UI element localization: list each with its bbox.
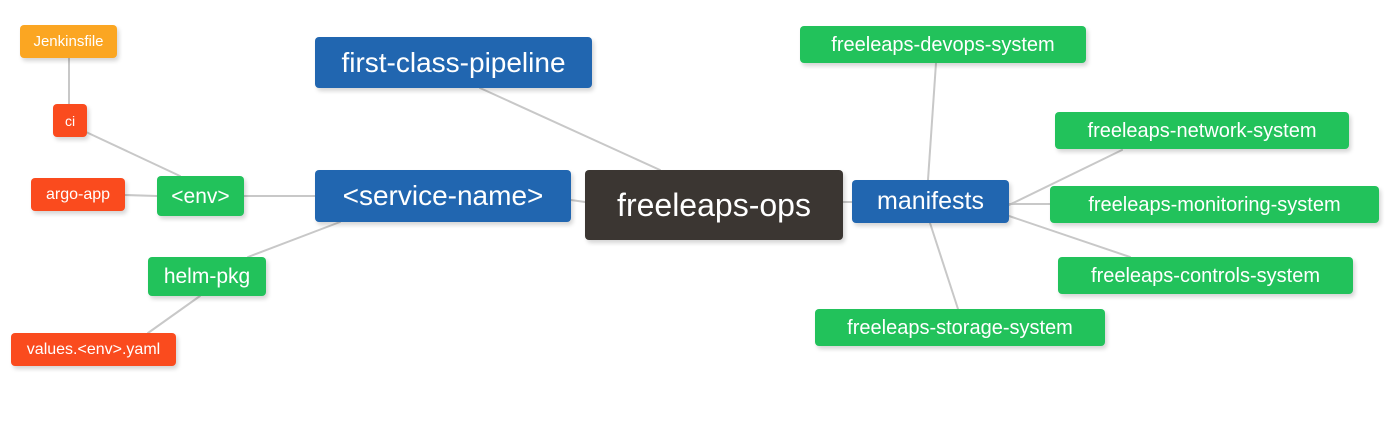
node-argo-app[interactable]: argo-app bbox=[31, 178, 125, 211]
node-freeleaps-devops-system[interactable]: freeleaps-devops-system bbox=[800, 26, 1086, 63]
node-ci[interactable]: ci bbox=[53, 104, 87, 137]
node-freeleaps-storage-system[interactable]: freeleaps-storage-system bbox=[815, 309, 1105, 346]
node-freeleaps-monitoring-system[interactable]: freeleaps-monitoring-system bbox=[1050, 186, 1379, 223]
edge-ci-to-env bbox=[85, 131, 181, 177]
edge-service-name-to-freeleaps-ops bbox=[570, 199, 586, 203]
node-freeleaps-network-system[interactable]: freeleaps-network-system bbox=[1055, 112, 1349, 149]
node-jenkinsfile[interactable]: Jenkinsfile bbox=[20, 25, 117, 58]
edge-first-class-pipeline-to-freeleaps-ops bbox=[479, 87, 661, 171]
edge-manifests-to-freeleaps-storage-system bbox=[929, 222, 959, 310]
node-helm-pkg[interactable]: helm-pkg bbox=[148, 257, 266, 296]
node-manifests[interactable]: manifests bbox=[852, 180, 1009, 223]
node-env[interactable]: <env> bbox=[157, 176, 244, 216]
edge-argo-app-to-env bbox=[124, 194, 158, 197]
node-freeleaps-controls-system[interactable]: freeleaps-controls-system bbox=[1058, 257, 1353, 294]
edge-values-env-yaml-to-helm-pkg bbox=[147, 295, 201, 334]
edge-helm-pkg-to-service-name bbox=[247, 221, 341, 258]
node-first-class-pipeline[interactable]: first-class-pipeline bbox=[315, 37, 592, 88]
node-service-name[interactable]: <service-name> bbox=[315, 170, 571, 222]
node-freeleaps-ops[interactable]: freeleaps-ops bbox=[585, 170, 843, 240]
edge-manifests-to-freeleaps-devops-system bbox=[927, 62, 937, 181]
node-values-env-yaml[interactable]: values.<env>.yaml bbox=[11, 333, 176, 366]
